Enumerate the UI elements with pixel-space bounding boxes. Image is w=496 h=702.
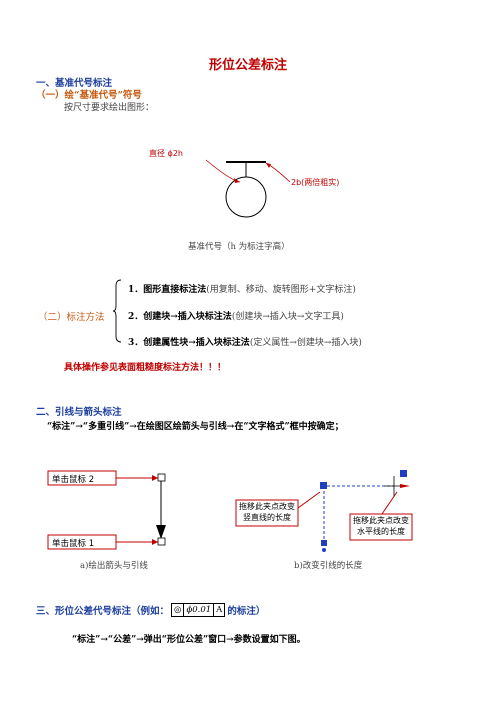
grip-end[interactable] [400,470,407,477]
note-text: 具体操作参见表面粗糙度标注方法！！！ [64,363,227,373]
click1-label: 单击鼠标 1 [52,538,94,549]
drag-vertical-label: 拖移此夹点改变竖直线的长度 [239,502,295,522]
click2-label: 单击鼠标 2 [52,474,94,485]
grip-corner[interactable] [320,482,327,489]
drag-vertical-box [235,499,299,527]
figure-b-caption: b)改变引线的长度 [294,561,363,571]
leader-arrow-icon [156,525,166,539]
concentricity-symbol: ◎ [172,604,185,616]
drag-horizontal-label: 拖移此夹点改变水平线的长度 [353,516,409,536]
grip-arrow[interactable] [321,540,327,546]
methods-heading: （二）标注方法 [38,312,105,323]
diameter-label: 直径 ϕ2h [149,148,183,158]
grip-top [157,473,166,482]
page-title: 形位公差标注 [208,58,287,73]
figure-a-caption: a)绘出箭头与引线 [80,561,148,571]
section1-sub1: （一）绘“基准代号”符号 [36,90,142,101]
datum-symbol-figure: 直径 ϕ2h 2b(两倍粗实) [149,148,339,218]
grip-bottom [157,537,166,546]
datum-letter: A [214,604,225,616]
section1-instruction: 按尺寸要求绘出图形： [64,103,155,113]
diameter-arrow [234,178,240,183]
section3-heading: 三、形位公差代号标注（例如： ◎ ϕ0.01 A 的标注） [36,603,266,617]
section2-heading: 二、引线与箭头标注 [36,407,122,418]
method-1: 1．图形直接标注法(用复制、移动、旋转图形+文字标注) [128,285,356,295]
leader-figure-a: 单击鼠标 2 单击鼠标 1 [47,470,166,550]
datum-figure-caption: 基准代号（h 为标注字高） [188,242,290,252]
section1-heading: 一、基准代号标注 [36,78,113,89]
datum-circle [225,176,267,218]
method-2: 2．创建块→插入块标注法(创建块→插入块→文字工具) [128,312,344,322]
drag-horizontal-box [349,513,413,541]
section2-instruction: “标注”→“多重引线”→在绘图区绘箭头与引线→在“文字格式”框中按确定； [47,422,344,432]
section3-instruction: “标注”→“公差”→弹出“形位公差”窗口→参数设置如下图。 [72,635,306,645]
line-width-label: 2b(两倍粗实) [291,177,339,187]
tolerance-value: ϕ0.01 [184,604,215,616]
method-3: 3．创建属性块→插入块标注法(定义属性→创建块→插入块) [128,338,362,348]
brace-icon [113,279,122,343]
line-arrow [266,163,271,168]
leader-figure-b: 拖移此夹点改变竖直线的长度 拖移此夹点改变水平线的长度 [235,470,413,552]
tolerance-frame-example: ◎ ϕ0.01 A [171,603,226,617]
